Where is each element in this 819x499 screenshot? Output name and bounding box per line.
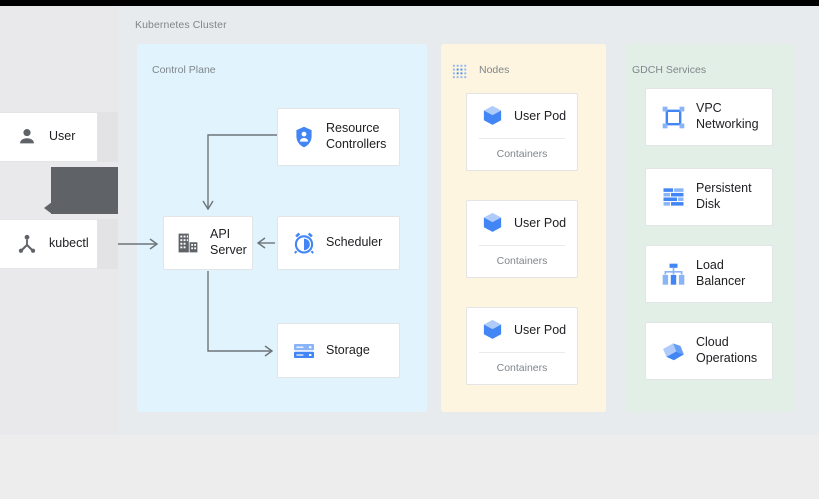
card-cloud-operations[interactable]: Cloud Operations bbox=[645, 322, 773, 380]
card-scheduler[interactable]: Scheduler bbox=[277, 216, 400, 270]
group-title-nodes: Nodes bbox=[479, 64, 510, 76]
user-pod-header: User Pod bbox=[467, 201, 577, 245]
user-pod-label: User Pod bbox=[514, 323, 567, 337]
card-resource-controllers-label: Resource Controllers bbox=[326, 121, 387, 151]
card-resource-controllers[interactable]: Resource Controllers bbox=[277, 108, 400, 166]
persistent-disk-icon bbox=[660, 184, 686, 210]
card-load-balancer-label: Load Balancer bbox=[696, 258, 746, 288]
card-load-balancer[interactable]: Load Balancer bbox=[645, 245, 773, 303]
card-api-server[interactable]: API Server bbox=[163, 216, 253, 270]
shield-person-icon bbox=[292, 125, 316, 149]
kubectl-icon bbox=[15, 232, 39, 256]
cube-icon bbox=[481, 211, 505, 235]
card-storage[interactable]: Storage bbox=[277, 323, 400, 378]
group-title-gdch-services: GDCH Services bbox=[632, 64, 707, 76]
storage-rack-icon bbox=[292, 339, 316, 363]
card-cloud-operations-label: Cloud Operations bbox=[696, 335, 758, 365]
card-user-pod[interactable]: User Pod Containers bbox=[466, 93, 578, 171]
card-user-pod[interactable]: User Pod Containers bbox=[466, 307, 578, 385]
card-storage-label: Storage bbox=[326, 342, 370, 357]
user-pod-divider bbox=[479, 352, 565, 353]
user-pod-divider bbox=[479, 138, 565, 139]
cloud-operations-icon bbox=[660, 338, 686, 364]
vpc-network-icon bbox=[660, 104, 686, 130]
card-persistent-disk-label: Persistent Disk bbox=[696, 181, 752, 211]
user-pod-sublabel: Containers bbox=[496, 148, 548, 160]
overlay-rectangle bbox=[51, 167, 118, 214]
connector-api-server-to-storage bbox=[207, 271, 274, 357]
card-kubectl[interactable]: kubectl bbox=[0, 219, 98, 269]
card-user-pod[interactable]: User Pod Containers bbox=[466, 200, 578, 278]
dot-grid-icon bbox=[452, 64, 467, 79]
load-balancer-icon bbox=[660, 261, 686, 287]
card-user[interactable]: User bbox=[0, 112, 98, 162]
card-vpc-networking[interactable]: VPC Networking bbox=[645, 88, 773, 146]
card-api-server-label: API Server bbox=[210, 227, 247, 257]
connector-resource-controllers-to-api-server bbox=[202, 134, 277, 211]
cluster-title: Kubernetes Cluster bbox=[135, 19, 227, 31]
user-pod-label: User Pod bbox=[514, 109, 567, 123]
user-pod-header: User Pod bbox=[467, 94, 577, 138]
group-title-control-plane: Control Plane bbox=[152, 64, 216, 76]
kubectl-card-shadow bbox=[98, 219, 118, 269]
user-pod-sublabel: Containers bbox=[496, 255, 548, 267]
alarm-clock-icon bbox=[292, 231, 316, 255]
card-kubectl-label: kubectl bbox=[49, 236, 89, 251]
card-user-label: User bbox=[49, 129, 76, 144]
user-pod-header: User Pod bbox=[467, 308, 577, 352]
user-pod-sublabel: Containers bbox=[496, 362, 548, 374]
cube-icon bbox=[481, 318, 505, 342]
top-black-strip bbox=[0, 0, 819, 6]
user-pod-divider bbox=[479, 245, 565, 246]
user-pod-label: User Pod bbox=[514, 216, 567, 230]
person-icon bbox=[15, 125, 39, 149]
connector-scheduler-to-api-server bbox=[256, 237, 275, 249]
cube-icon bbox=[481, 104, 505, 128]
card-scheduler-label: Scheduler bbox=[326, 235, 383, 250]
building-icon bbox=[176, 231, 200, 255]
overlay-rectangle-pointer bbox=[44, 202, 52, 214]
user-card-shadow bbox=[98, 112, 118, 162]
card-vpc-networking-label: VPC Networking bbox=[696, 101, 759, 131]
card-persistent-disk[interactable]: Persistent Disk bbox=[645, 168, 773, 226]
